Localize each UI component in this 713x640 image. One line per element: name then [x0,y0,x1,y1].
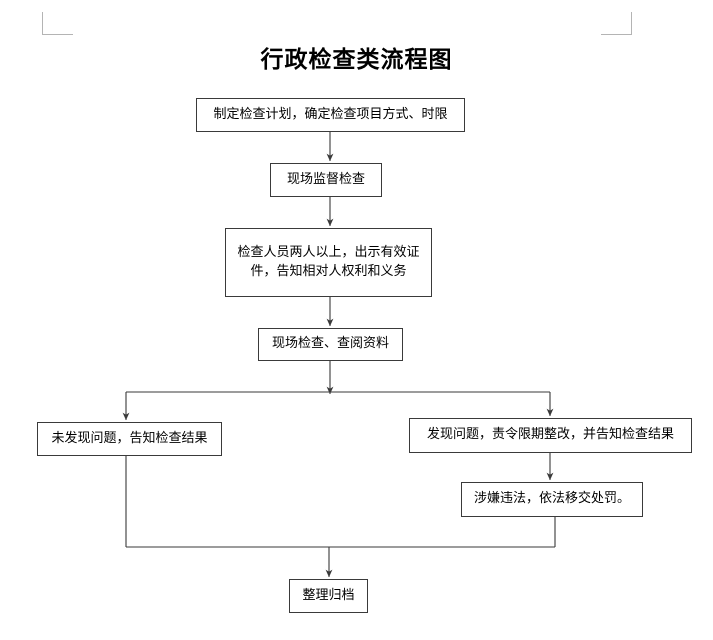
node-inspect-review: 现场检查、查阅资料 [258,328,403,361]
node-archive: 整理归档 [289,579,368,613]
node-suspected-illegal: 涉嫌违法，依法移交处罚。 [461,482,643,517]
node-plan: 制定检查计划，确定检查项目方式、时限 [196,98,465,132]
node-problem-found: 发现问题，责令限期整改，并告知检查结果 [409,418,692,453]
node-problem-found-label: 发现问题，责令限期整改，并告知检查结果 [426,427,674,443]
node-suspected-illegal-label: 涉嫌违法，依法移交处罚。 [473,491,630,507]
node-onsite-supervision-label: 现场监督检查 [286,171,365,187]
page-margin-mark-top-left [42,12,73,35]
node-archive-label: 整理归档 [302,587,355,603]
node-onsite-supervision: 现场监督检查 [270,163,382,197]
node-plan-label: 制定检查计划，确定检查项目方式、时限 [213,106,448,122]
page-margin-mark-top-right [601,12,632,35]
node-inspectors-credentials-label: 检查人员两人以上，出示有效证件，告知相对人权利和义务 [237,244,420,279]
node-inspect-review-label: 现场检查、查阅资料 [271,336,389,352]
node-no-problem: 未发现问题，告知检查结果 [37,422,222,456]
node-no-problem-label: 未发现问题，告知检查结果 [51,430,208,446]
page-title: 行政检查类流程图 [260,46,453,73]
node-inspectors-credentials: 检查人员两人以上，出示有效证件，告知相对人权利和义务 [225,228,432,297]
